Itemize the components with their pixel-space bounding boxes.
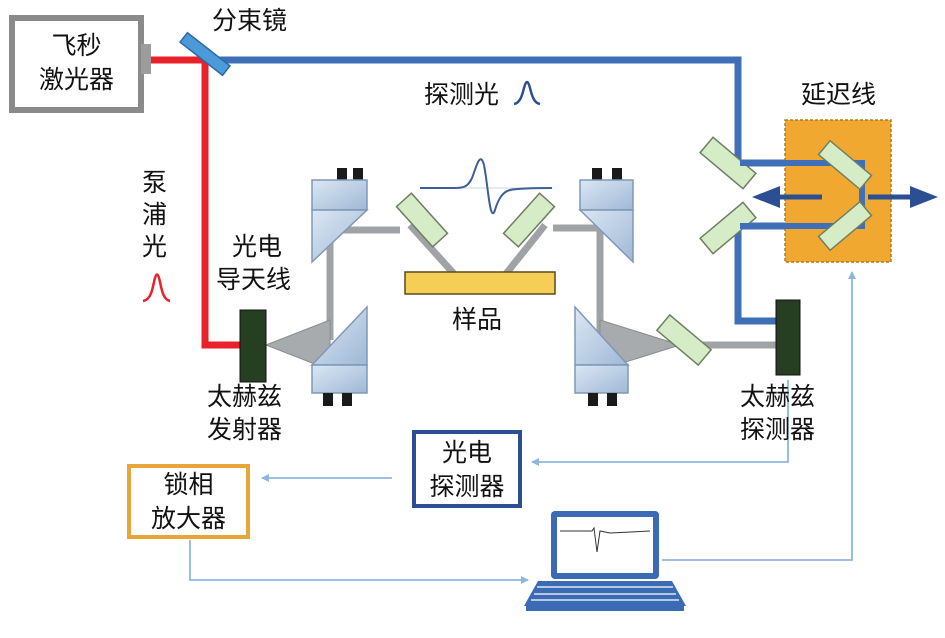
pc-antenna-label-1: 光电 bbox=[232, 232, 283, 261]
delay-line-label: 延迟线 bbox=[801, 80, 877, 109]
pump-label-2: 浦 bbox=[142, 200, 168, 229]
lockin-amplifier-box: 锁相 放大器 bbox=[127, 464, 250, 539]
thz-detector-label-1: 太赫兹 bbox=[740, 382, 816, 411]
signal-detector-to-photodetector bbox=[531, 380, 789, 466]
thz-emitter-label-1: 太赫兹 bbox=[207, 382, 283, 411]
flat-mirror-detector bbox=[655, 313, 713, 367]
delay-motion-right-arrow-icon bbox=[868, 186, 938, 208]
pump-beam-path bbox=[147, 56, 240, 349]
pump-label-3: 光 bbox=[142, 232, 168, 261]
delay-stage-beam bbox=[740, 160, 865, 229]
pump-label-1: 泵 bbox=[142, 168, 168, 197]
laser-label-line1: 飞秒 bbox=[51, 31, 102, 60]
parabolic-mirror-top-left bbox=[311, 168, 369, 264]
signal-pc-to-delay bbox=[662, 271, 856, 561]
parabolic-mirror-top-right bbox=[578, 168, 634, 264]
flat-mirror-right bbox=[502, 192, 556, 248]
signal-lockin-to-pc bbox=[189, 540, 529, 584]
probe-light-label: 探测光 bbox=[424, 80, 500, 109]
thz-emitter-antenna bbox=[239, 309, 267, 383]
thz-emitter-label-2: 发射器 bbox=[207, 415, 283, 444]
parabolic-mirror-bottom-left bbox=[310, 305, 368, 406]
delay-output-mirror bbox=[699, 201, 757, 255]
thz-waveform-icon bbox=[420, 158, 553, 215]
computer-laptop-icon bbox=[524, 511, 686, 611]
parabolic-mirror-bottom-right bbox=[574, 305, 630, 406]
delay-stage-mirror-top bbox=[817, 139, 873, 191]
thz-detector-antenna bbox=[775, 299, 801, 376]
thz-detector-label-2: 探测器 bbox=[740, 415, 816, 444]
beam-splitter-label: 分束镜 bbox=[212, 6, 288, 35]
beam-splitter-mirror bbox=[178, 31, 232, 77]
delay-stage-mirror-bottom bbox=[817, 200, 873, 252]
probe-pulse-icon bbox=[513, 80, 541, 106]
pc-antenna-label-2: 导天线 bbox=[216, 265, 292, 294]
laser-label-line2: 激光器 bbox=[38, 65, 114, 94]
photodetector-label-line2: 探测器 bbox=[429, 472, 505, 501]
delay-input-mirror bbox=[699, 136, 757, 190]
laser-output-port bbox=[141, 44, 151, 74]
pump-pulse-icon bbox=[142, 273, 171, 303]
sample-label: 样品 bbox=[452, 305, 503, 334]
flat-mirror-left bbox=[395, 192, 449, 248]
photodetector-label-line1: 光电 bbox=[441, 438, 492, 467]
photodetector-box: 光电 探测器 bbox=[412, 430, 522, 508]
sample-plate bbox=[404, 271, 556, 295]
probe-beam-path bbox=[215, 56, 864, 196]
lockin-label-line2: 放大器 bbox=[150, 504, 226, 533]
lockin-label-line1: 锁相 bbox=[163, 470, 214, 499]
delay-motion-left-arrow-icon bbox=[752, 186, 822, 208]
femtosecond-laser-label-box: 飞秒 激光器 bbox=[15, 21, 138, 107]
